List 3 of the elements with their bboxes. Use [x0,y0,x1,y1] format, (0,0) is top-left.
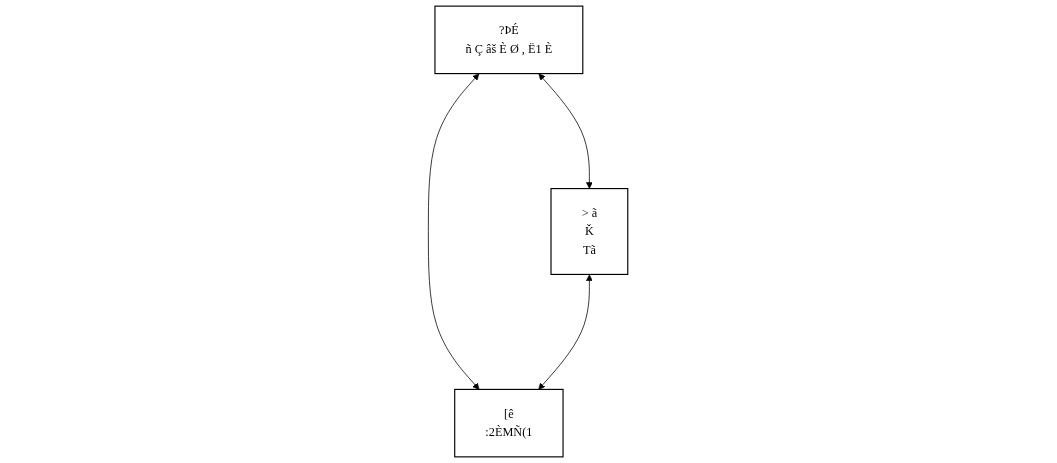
node-box: [ê :2ÈMÑ(1 [454,388,565,458]
node-box: ?ÞÉ ñ Ç âš È Ø , Ë1 È [434,5,584,75]
node-box: > ã Ǩ Tã [550,188,629,275]
